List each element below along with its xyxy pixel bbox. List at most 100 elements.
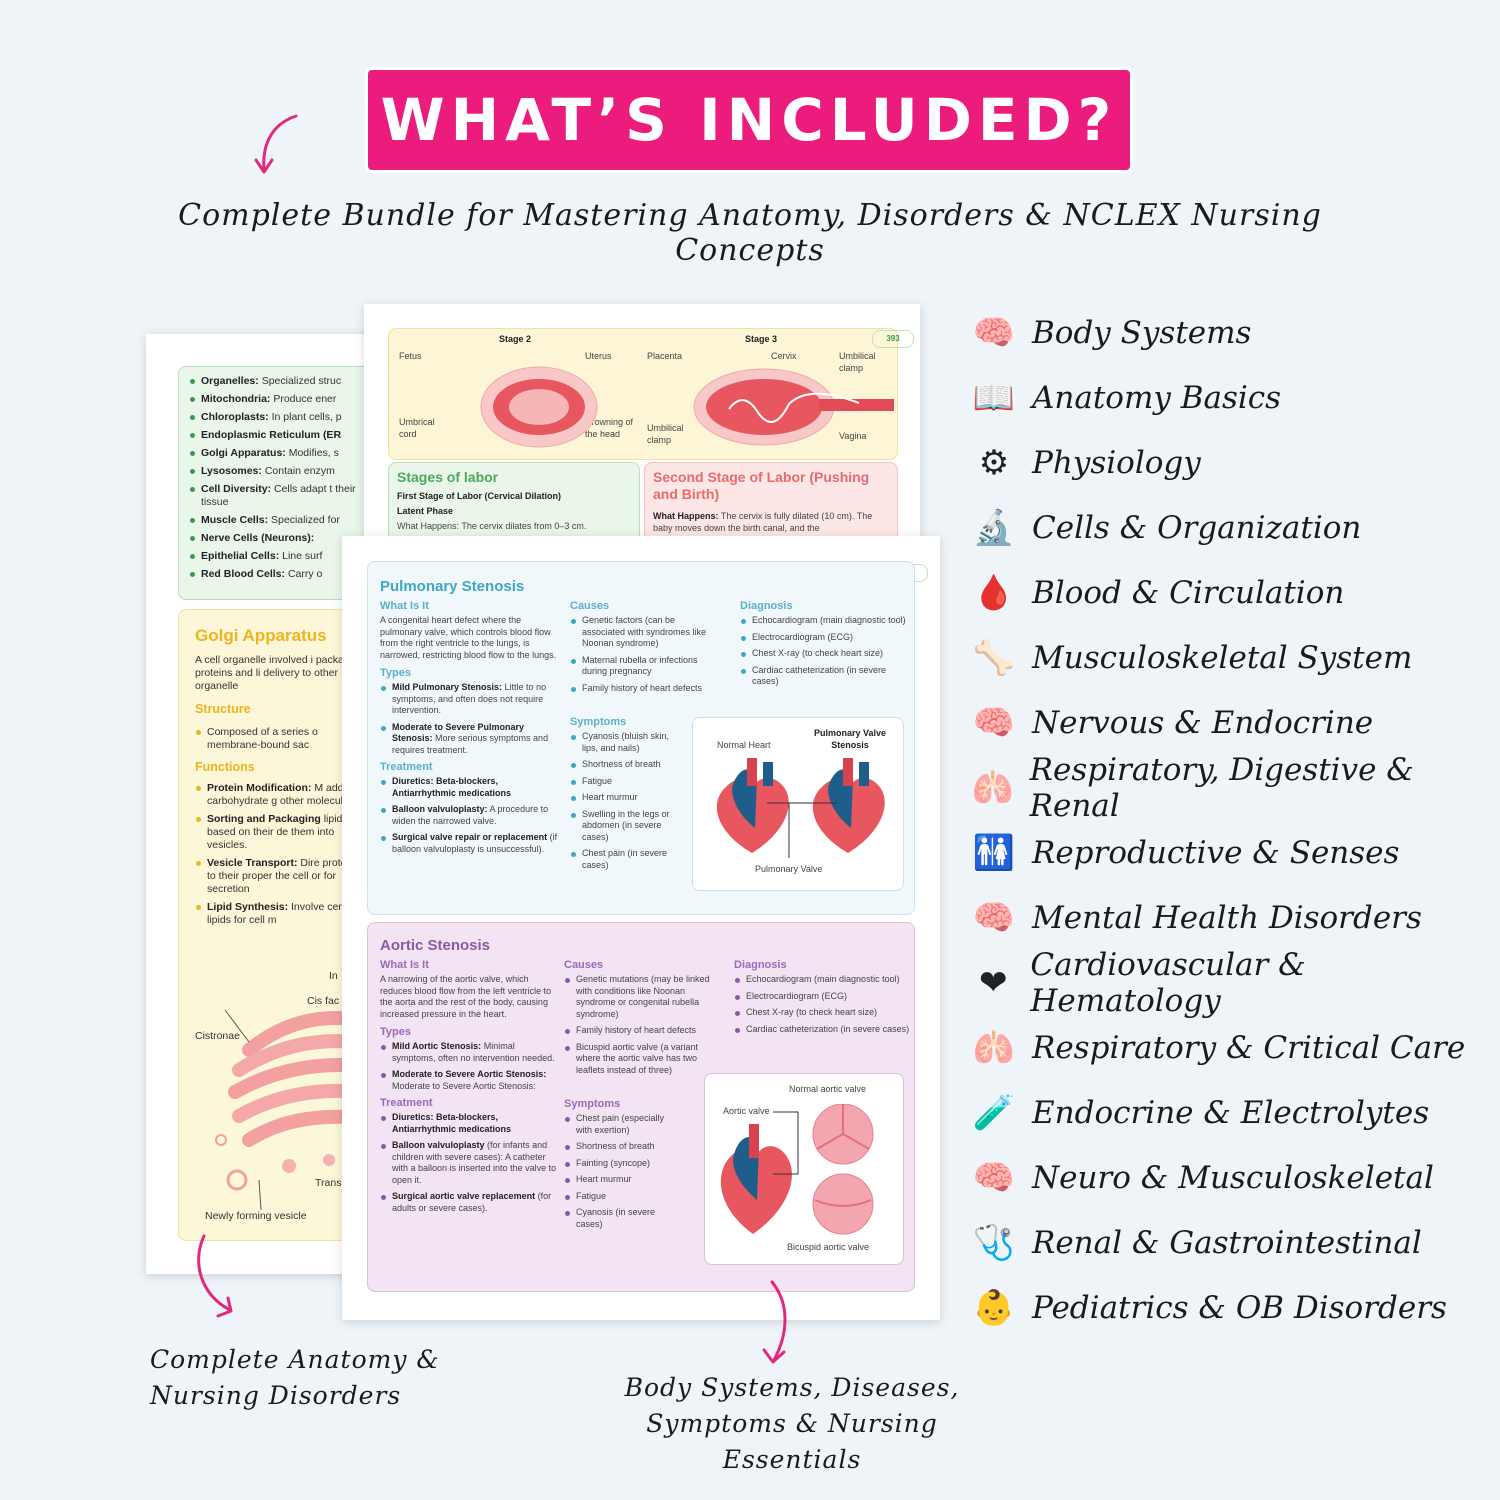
aortic-type: Moderate to Severe Aortic Stenosis: Mode… <box>380 1069 558 1092</box>
aortic-treatment-term: Balloon valvuloplasty <box>392 1140 485 1150</box>
feature-item: 👶Pediatrics & OB Disorders <box>970 1275 1490 1340</box>
labor-stages-page: Stage 2 Stage 3 Fetus Uterus Umbrical co… <box>364 304 920 544</box>
feature-item: 🧠Neuro & Musculoskeletal <box>970 1145 1490 1210</box>
aortic-treatment-list: Diuretics: Beta-blockers, Antiarrhythmic… <box>380 1112 558 1214</box>
pulmonary-type: Moderate to Severe Pulmonary Stenosis: M… <box>380 722 558 757</box>
organelle-item: Organelles: Specialized struc <box>189 375 376 388</box>
organelle-item-text: Produce ener <box>273 393 337 405</box>
test-tube-icon: 🧪 <box>972 1093 1016 1132</box>
pulmonary-symptom: Cyanosis (bluish skin, lips, and nails) <box>570 731 680 754</box>
feature-item: 🦴Musculoskeletal System <box>970 625 1490 690</box>
pulmonary-valve-stenosis-label: Pulmonary Valve Stenosis <box>813 728 887 750</box>
umbrical-cord-label: Umbrical cord <box>399 417 435 439</box>
pulmonary-types-label: Types <box>380 667 411 679</box>
pulmonary-types-list: Mild Pulmonary Stenosis: Little to no sy… <box>380 682 558 756</box>
pulmonary-col-3: Diagnosis Echocardiogram (main diagnosti… <box>740 598 910 693</box>
pulmonary-what-text: A congenital heart defect where the pulm… <box>380 615 557 660</box>
function-item-term: Lipid Synthesis: <box>207 901 289 913</box>
aortic-symptom: Fatigue <box>564 1191 674 1203</box>
organelle-item: Chloroplasts: In plant cells, p <box>189 411 376 424</box>
stages-title: Stages of labor <box>397 469 499 485</box>
feature-label: Respiratory & Critical Care <box>1032 1029 1466 1066</box>
organelle-item-text: Contain enzym <box>264 465 335 477</box>
pulmonary-treatment: Surgical valve repair or replacement (if… <box>380 832 558 855</box>
golgi-title: Golgi Apparatus <box>195 626 327 645</box>
aortic-treatment-term: Diuretics: Beta-blockers, Antiarrhythmic… <box>392 1112 512 1134</box>
organelle-item: Epithelial Cells: Line surf <box>189 550 376 563</box>
aortic-cause: Bicuspid aortic valve (a variant where t… <box>564 1042 714 1077</box>
aortic-treatment-label: Treatment <box>380 1097 433 1109</box>
vagina-label: Vagina <box>839 431 867 441</box>
structure-item: Composed of a series o membrane-bound sa… <box>195 726 365 752</box>
function-item: Sorting and Packaging lipids based on th… <box>195 813 365 852</box>
stethoscope-icon: 🩺 <box>972 1223 1016 1262</box>
heart-illustrations <box>716 758 885 858</box>
aortic-treatment-text: (for infants and children with severe ca… <box>392 1140 557 1185</box>
feature-item: 🔬 Cells & Organization <box>970 495 1490 560</box>
second-stage-box: Second Stage of Labor (Pushing and Birth… <box>644 462 898 544</box>
caption-center-line-1: Body Systems, Diseases, <box>624 1373 960 1402</box>
pulmonary-type-term: Mild Pulmonary Stenosis: <box>392 682 503 692</box>
functions-label: Functions <box>195 760 255 774</box>
latent-phase-text: What Happens: The cervix dilates from 0–… <box>397 521 587 531</box>
brain-icon: 🧠 <box>972 313 1016 352</box>
aortic-treatment-term: Surgical aortic valve replacement <box>392 1191 536 1201</box>
function-item-text: lipids based on their de them into vesic… <box>207 813 348 851</box>
aortic-valve-illustrations <box>720 1104 874 1235</box>
feature-label: Anatomy Basics <box>1032 379 1282 416</box>
pulmonary-cause: Genetic factors (can be associated with … <box>570 615 720 650</box>
pulmonary-treatment-list: Diuretics: Beta-blockers, Antiarrhythmic… <box>380 776 558 855</box>
function-item: Protein Modification: M adding carbohydr… <box>195 782 365 808</box>
aortic-diagnosis-list: Echocardiogram (main diagnostic tool)Ele… <box>734 974 910 1035</box>
feature-label: Cells & Organization <box>1032 509 1362 546</box>
pulmonary-cause: Family history of heart defects <box>570 683 720 695</box>
curved-arrow-icon <box>762 1280 787 1364</box>
aortic-treatment: Diuretics: Beta-blockers, Antiarrhythmic… <box>380 1112 558 1135</box>
pulmonary-type-term: Moderate to Severe Pulmonary Stenosis: <box>392 721 525 744</box>
pulmonary-treatment-label: Treatment <box>380 761 433 773</box>
organelle-item-text: Carry o <box>287 568 323 580</box>
pulmonary-treatment-text: A procedure to widen the narrowed valve. <box>392 804 549 826</box>
umbilical-clamp-bottom-label: Umbilical clamp <box>647 423 684 445</box>
aortic-diagnosis: Echocardiogram (main diagnostic tool) <box>734 974 910 986</box>
pulmonary-treatment: Balloon valvuloplasty: A procedure to wi… <box>380 804 558 827</box>
feature-label: Nervous & Endocrine <box>1032 704 1374 741</box>
organelle-item-text: Specialized for <box>271 514 340 526</box>
organelle-item: Nerve Cells (Neurons): <box>189 532 376 545</box>
second-stage-term: What Happens: <box>653 511 719 521</box>
aortic-stenosis-box: Aortic Stenosis What Is It A narrowing o… <box>367 922 915 1292</box>
pulmonary-figure: Normal Heart Pulmonary Valve Stenosis Pu… <box>692 717 904 891</box>
first-stage-label: First Stage of Labor (Cervical Dilation) <box>397 491 562 501</box>
organelle-item-term: Epithelial Cells: <box>201 550 280 562</box>
feature-item: ❤Cardiovascular & Hematology <box>970 947 1490 1019</box>
feature-item: 📖Anatomy Basics <box>970 365 1490 430</box>
labor-diagram-box: Stage 2 Stage 3 Fetus Uterus Umbrical co… <box>388 328 898 460</box>
feature-item: 🧠Body Systems <box>970 300 1490 365</box>
microscope-icon: 🔬 <box>972 508 1016 547</box>
cis-face-label: Cis fac <box>307 995 340 1007</box>
organelle-item-text: In plant cells, p <box>271 411 342 423</box>
aortic-causes-label: Causes <box>564 959 604 971</box>
organelle-item: Cell Diversity: Cells adapt t their tiss… <box>189 483 376 509</box>
pulmonary-cause: Maternal rubella or infections during pr… <box>570 655 720 678</box>
pulmonary-causes-label: Causes <box>570 600 610 612</box>
structure-list: Composed of a series o membrane-bound sa… <box>195 726 365 757</box>
pulmonary-symptom: Shortness of breath <box>570 759 680 771</box>
pulmonary-diagnosis-label: Diagnosis <box>740 600 793 612</box>
feature-label: Renal & Gastrointestinal <box>1032 1224 1422 1261</box>
feature-item: ⚙Physiology <box>970 430 1490 495</box>
organelle-item-term: Cell Diversity: <box>201 483 272 495</box>
pulmonary-type-text: Little to no symptoms, and often does no… <box>392 682 547 715</box>
pulmonary-symptom: Swelling in the legs or abdomen (in seve… <box>570 809 680 844</box>
aortic-symptoms-list: Chest pain (especially with exertion)Sho… <box>564 1113 674 1230</box>
uterus-label: Uterus <box>585 351 612 361</box>
feature-label: Endocrine & Electrolytes <box>1032 1094 1430 1131</box>
aortic-diagnosis: Chest X-ray (to check heart size) <box>734 1007 910 1019</box>
cistronae-label: Cistronae <box>195 1030 240 1042</box>
pulmonary-treatment-term: Surgical valve repair or replacement <box>392 832 548 842</box>
organelle-item-term: Endoplasmic Reticulum (ER <box>201 429 342 441</box>
aortic-diagnosis-label: Diagnosis <box>734 959 787 971</box>
